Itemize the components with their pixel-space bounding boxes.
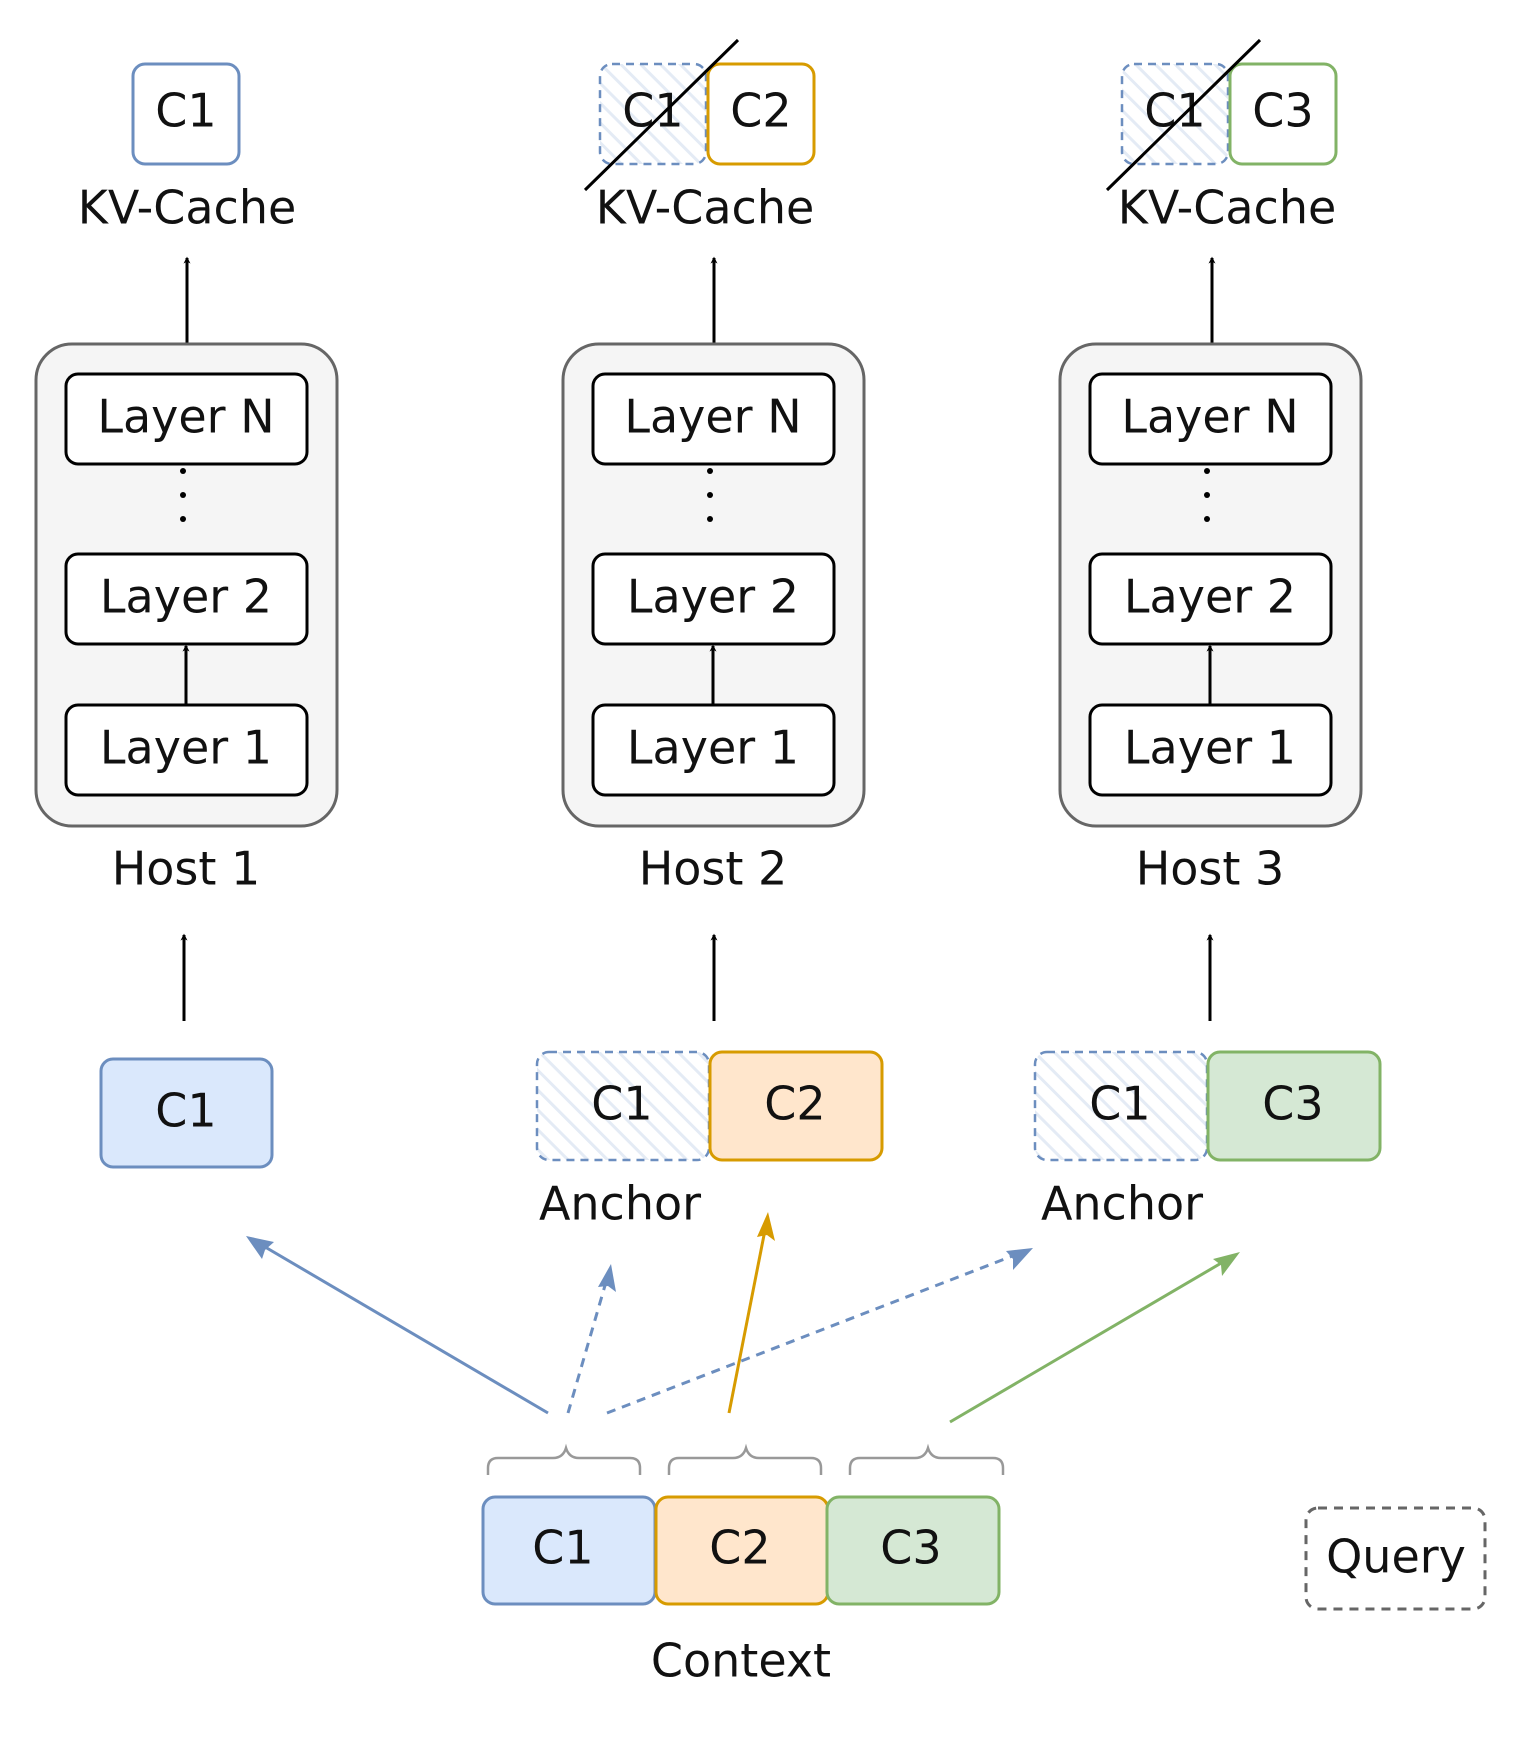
brace-c2: [667, 1443, 823, 1475]
layer-n-box: [1088, 372, 1333, 466]
input-chunk-label: C3: [1262, 1077, 1323, 1131]
input-host-3: C1 C3 Anchor: [1033, 1050, 1382, 1231]
context-chunk-label: C1: [532, 1521, 593, 1575]
layer-2-box: [591, 552, 836, 646]
context-chunks: C1 C2 C3: [481, 1495, 1001, 1606]
input-host-1: C1: [99, 1057, 274, 1169]
host-2: Layer N Layer 2 Layer 1: [561, 342, 866, 828]
arrowhead: [1213, 1252, 1240, 1276]
discard-strike-line: [583, 38, 740, 192]
anchor-chunk-c1: [535, 1050, 711, 1162]
arrow-c3-to-host-3: [949, 1260, 1224, 1424]
layer-1-box: [64, 703, 309, 797]
anchor-label: Anchor: [539, 1177, 701, 1231]
kv-chunk-label: C3: [1252, 84, 1313, 138]
layer-1-box: [591, 703, 836, 797]
ellipsis-dots: [1204, 468, 1210, 522]
arrow-c1-to-anchor-2: [566, 1281, 608, 1414]
distribution-arrows: [246, 1212, 1240, 1424]
context-chunk-label: C3: [880, 1521, 941, 1575]
layer-n-box: [591, 372, 836, 466]
input-chunk-c3: [1206, 1050, 1382, 1162]
layer-1-label: Layer 1: [627, 721, 799, 775]
anchor-chunk-c1: [1033, 1050, 1209, 1162]
input-chunk-label: C1: [155, 1084, 216, 1138]
input-chunk-label: C1: [1089, 1077, 1150, 1131]
host-3-label: Host 3: [1136, 842, 1285, 896]
input-chunk-c2: [708, 1050, 884, 1162]
input-chunk-c1: [99, 1057, 274, 1169]
input-chunk-label: C1: [591, 1077, 652, 1131]
ellipsis-dots: [180, 468, 186, 522]
host-1-label: Host 1: [112, 842, 261, 896]
arrowhead: [757, 1212, 775, 1241]
ellipsis-dots: [707, 468, 713, 522]
host-2-label: Host 2: [639, 842, 788, 896]
kv-cache-label: KV-Cache: [596, 181, 815, 235]
context-label: Context: [651, 1634, 831, 1688]
brace-c1: [486, 1443, 642, 1475]
arrowhead: [598, 1264, 616, 1292]
arrowhead: [246, 1236, 274, 1259]
kv-chunk-label: C1: [155, 84, 216, 138]
layer-1-box: [1088, 703, 1333, 797]
brace-c3: [848, 1443, 1005, 1475]
arrow-c2-to-host-2: [727, 1229, 767, 1414]
kv-chunk-label: C1: [622, 84, 683, 138]
query-label: Query: [1326, 1530, 1466, 1584]
layer-2-label: Layer 2: [627, 570, 799, 624]
layer-2-label: Layer 2: [100, 570, 272, 624]
arrow-c1-to-anchor-3: [606, 1253, 1016, 1415]
kv-chunk-label: C1: [1144, 84, 1205, 138]
context-chunk-c3: [825, 1495, 1001, 1606]
kv-chunk-c1-discarded: [598, 62, 708, 166]
anchor-label: Anchor: [1041, 1177, 1203, 1231]
kv-cache-host-1: C1 KV-Cache: [78, 62, 297, 235]
context-braces: [486, 1443, 1005, 1475]
input-host-2: C1 C2 Anchor: [535, 1050, 884, 1231]
discard-strike-line: [1105, 38, 1262, 192]
layer-2-box: [1088, 552, 1333, 646]
layer-2-label: Layer 2: [1124, 570, 1296, 624]
kv-chunk-c1-discarded: [1120, 62, 1230, 166]
kv-cache-label: KV-Cache: [1118, 181, 1337, 235]
layer-n-label: Layer N: [1121, 390, 1298, 444]
layer-n-label: Layer N: [97, 390, 274, 444]
layer-2-box: [64, 552, 309, 646]
kv-chunk-c1: [131, 62, 241, 166]
kv-cache-host-3: C1 C3 KV-Cache: [1105, 38, 1338, 235]
layer-n-box: [64, 372, 309, 466]
kv-chunk-c3: [1228, 62, 1338, 166]
query-box: [1304, 1506, 1487, 1611]
arrowhead: [1006, 1248, 1033, 1270]
kv-cache-label: KV-Cache: [78, 181, 297, 235]
kv-chunk-label: C2: [730, 84, 791, 138]
kv-cache-host-2: C1 C2 KV-Cache: [583, 38, 816, 235]
layer-1-label: Layer 1: [100, 721, 272, 775]
layer-n-label: Layer N: [624, 390, 801, 444]
kv-chunk-c2: [706, 62, 816, 166]
host-3: Layer N Layer 2 Layer 1: [1058, 342, 1363, 828]
input-chunk-label: C2: [764, 1077, 825, 1131]
layer-1-label: Layer 1: [1124, 721, 1296, 775]
host-1: Layer N Layer 2 Layer 1: [34, 342, 339, 828]
arrow-c1-to-host-1: [259, 1242, 549, 1415]
context-chunk-label: C2: [709, 1521, 770, 1575]
